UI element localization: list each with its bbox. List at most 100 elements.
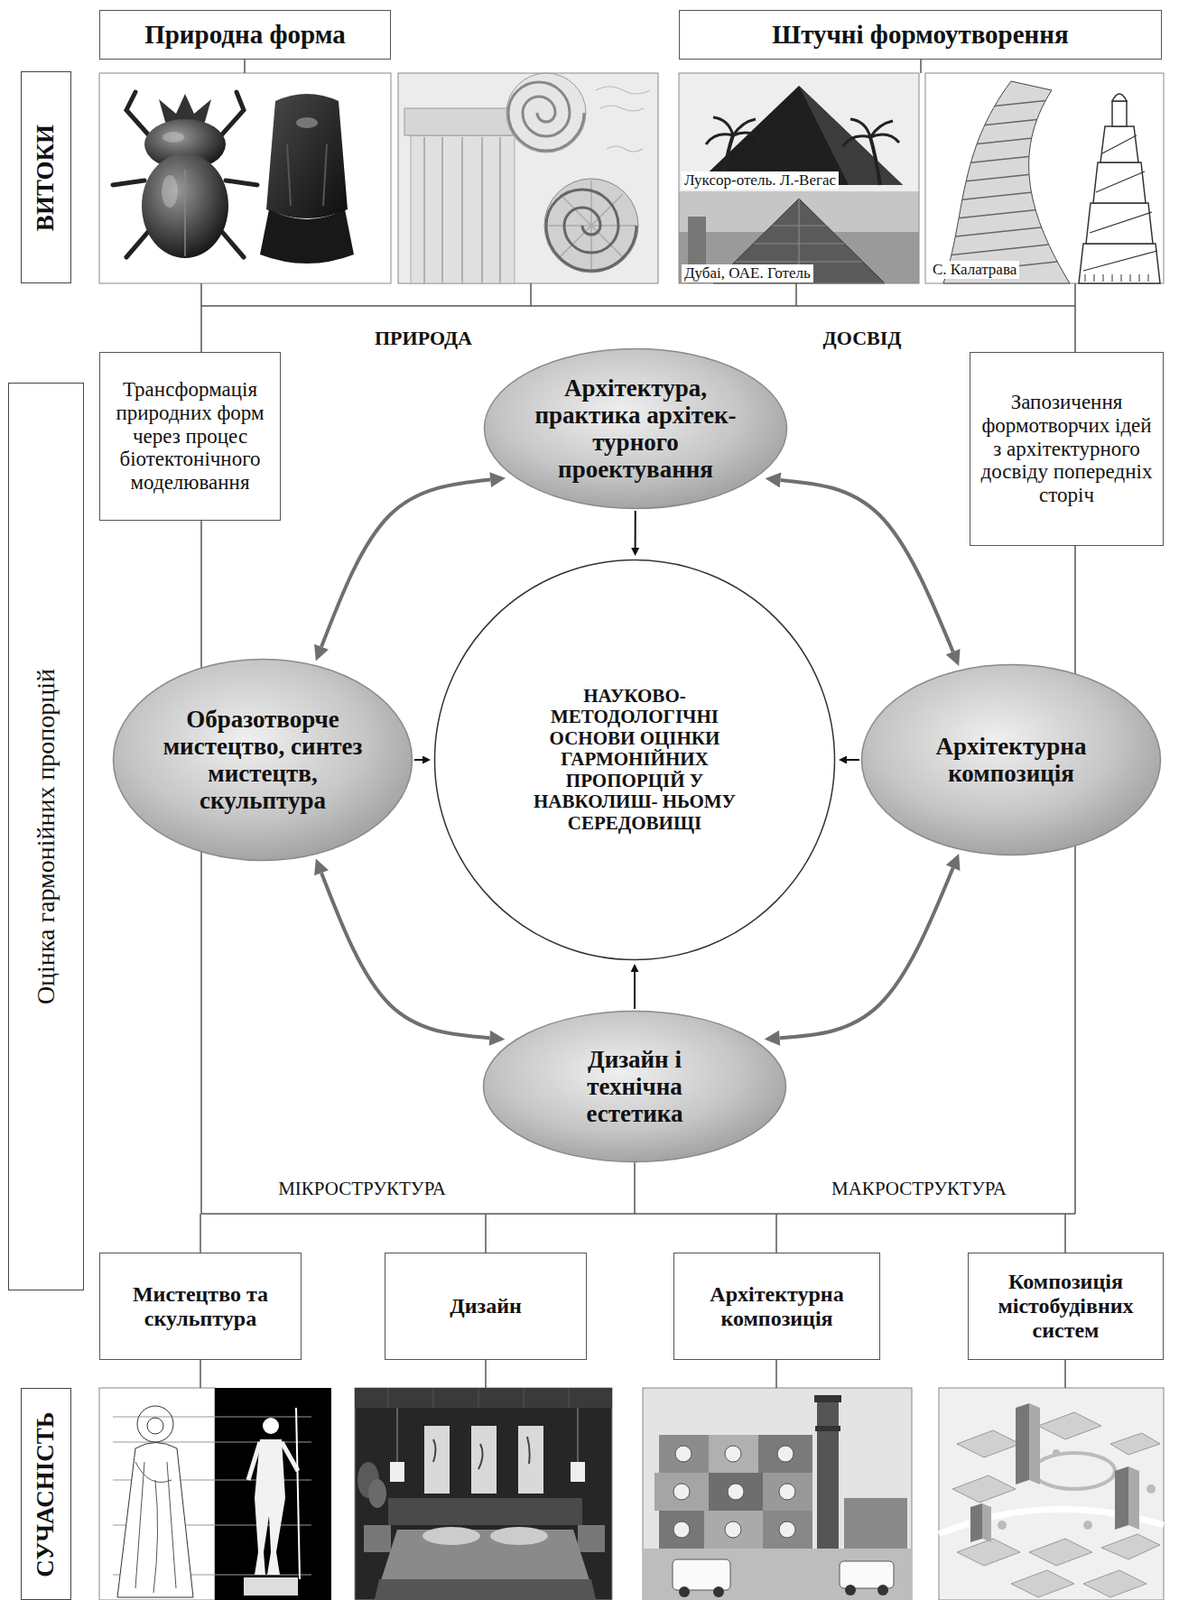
container-building-photo	[762, 1511, 813, 1550]
icon-statue-drawing	[254, 1439, 286, 1576]
node-text: Архітектурна композиція	[898, 733, 1124, 788]
bedroom-photo	[577, 1525, 605, 1553]
container-building-photo	[724, 1446, 742, 1463]
icon-statue-drawing	[296, 1408, 300, 1580]
car-seat-photo	[287, 144, 327, 206]
city-plan-render	[1110, 1433, 1161, 1456]
icon-statue-drawing	[117, 1443, 194, 1599]
node-text: Дизайн	[393, 1294, 579, 1319]
beetle-photo	[225, 180, 258, 186]
pyramid-hotel-photo	[705, 117, 762, 145]
city-plan-render	[1146, 1485, 1156, 1495]
container-building-photo	[704, 1511, 763, 1550]
container-building-photo	[844, 1498, 908, 1550]
container-building-photo	[673, 1522, 690, 1539]
container-building-photo	[779, 1484, 796, 1501]
domain-ellipse: Дизайн і технічна естетика	[482, 1010, 788, 1164]
pyramid-hotel-photo	[678, 191, 920, 284]
container-building-photo	[815, 1426, 841, 1432]
beetle-photo	[112, 92, 258, 258]
photo-caption: Дубаі, ОАЕ. Готель	[681, 264, 814, 283]
calatrava-tower-photo	[938, 97, 1075, 275]
spiral-minaret-drawing	[1112, 101, 1127, 127]
container-building-photo	[708, 1473, 763, 1512]
container-building-photo	[678, 1587, 690, 1598]
mutual-arrow	[321, 480, 491, 648]
container-building-photo	[816, 1397, 839, 1560]
container-building-photo	[844, 1585, 856, 1597]
beetle-photo	[99, 73, 391, 284]
node-text: Природна форма	[108, 19, 383, 49]
container-building-photo	[642, 1549, 912, 1600]
city-plan-render	[1015, 1403, 1030, 1486]
pyramid-hotel-photo	[678, 73, 920, 284]
city-plan-render	[1038, 1412, 1102, 1440]
mutual-arrow	[779, 480, 953, 652]
field-box: Архітектурна композиція	[673, 1253, 881, 1361]
container-building-photo	[727, 1484, 744, 1501]
node-text: Образотворче мистецтво, синтез мистецтв,…	[149, 705, 376, 816]
beetle-photo	[184, 169, 186, 257]
ionic-capital-photo	[546, 180, 637, 271]
pyramid-hotel-photo	[678, 73, 920, 284]
bedroom-photo	[424, 1426, 450, 1495]
ionic-capital-photo	[595, 86, 650, 152]
frame-line	[201, 1213, 1076, 1216]
container-building-photo	[814, 1395, 842, 1403]
container-building-photo	[642, 1388, 912, 1600]
spiral-minaret-drawing	[1085, 274, 1149, 282]
domain-ellipse: Образотворче мистецтво, синтез мистецтв,…	[111, 658, 414, 863]
pyramid-hotel-photo	[798, 85, 903, 186]
ionic-capital-photo	[398, 73, 659, 284]
frame-line	[200, 1360, 1066, 1389]
frame-line	[200, 1214, 1066, 1254]
bedroom-photo	[363, 1525, 391, 1553]
ionic-capital-photo	[424, 137, 501, 284]
scale-label: МАКРОСТРУКТУРА	[831, 1178, 1007, 1200]
ionic-capital-photo	[546, 189, 637, 271]
pyramid-hotel-photo	[678, 73, 920, 192]
field-box: Композиція містобудівних систем	[967, 1253, 1164, 1361]
branch-label: ДОСВІД	[823, 326, 902, 350]
ellipse-outline	[113, 659, 413, 862]
city-plan-render	[997, 1521, 1007, 1531]
bedroom-photo	[354, 1388, 613, 1600]
scale-label: МІКРОСТРУКТУРА	[278, 1178, 446, 1200]
photo-caption: С. Калатрава	[929, 260, 1020, 279]
bedroom-photo	[368, 1479, 387, 1509]
container-building-photo	[659, 1511, 705, 1550]
field-box: Мистецтво та скульптура	[99, 1253, 302, 1361]
city-plan-render	[1114, 1466, 1129, 1531]
beetle-photo	[112, 180, 145, 186]
domain-ellipse: Архітектурна композиція	[860, 663, 1162, 857]
container-building-photo	[673, 1484, 690, 1501]
city-plan-render	[956, 1430, 1021, 1458]
city-plan-render	[1033, 1453, 1115, 1490]
node-text: Мистецтво та скульптура	[108, 1282, 294, 1332]
frame-line	[919, 59, 922, 74]
node-text: Трансформація природних форм через проце…	[108, 378, 273, 495]
beetle-photo	[126, 92, 149, 136]
calatrava-tower-photo	[925, 73, 1164, 284]
ellipse-outline	[862, 665, 1161, 856]
node-text: Композиція містобудівних систем	[976, 1270, 1156, 1344]
ionic-capital-photo	[546, 180, 637, 271]
bedroom-photo	[433, 1437, 530, 1470]
container-building-photo	[779, 1522, 796, 1539]
spiral-minaret-drawing	[1112, 93, 1127, 102]
ellipse-outline	[483, 1011, 787, 1163]
city-plan-render	[938, 1388, 1164, 1600]
bedroom-photo	[354, 1388, 613, 1409]
icon-statue-drawing	[262, 1418, 279, 1435]
ionic-capital-photo	[410, 135, 515, 284]
city-plan-render	[1101, 1534, 1161, 1560]
mutual-arrow	[779, 868, 954, 1040]
section-band: СУЧАСНІСТЬ	[20, 1388, 72, 1600]
frame-line	[633, 1155, 636, 1215]
node-text: Архітектурна композиція	[682, 1282, 873, 1332]
frame-line	[243, 59, 246, 74]
city-plan-render	[1029, 1403, 1040, 1486]
icon-statue-drawing	[147, 1418, 164, 1435]
container-building-photo	[877, 1585, 889, 1597]
